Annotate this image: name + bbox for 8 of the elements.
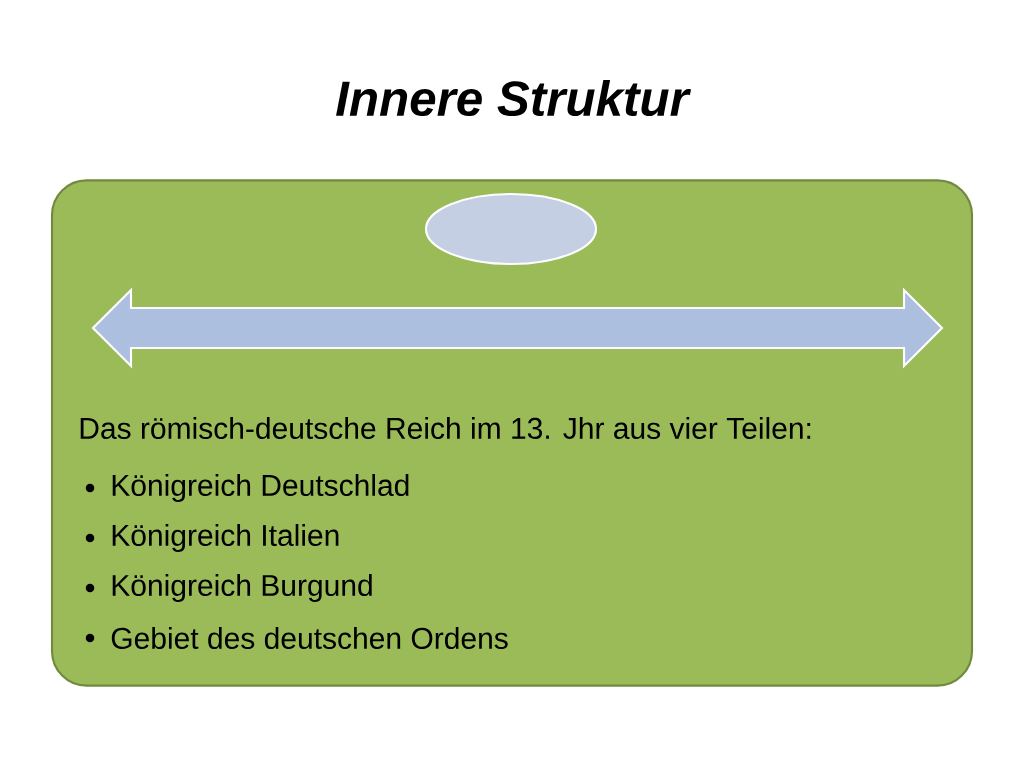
slide-title: Innere Struktur	[336, 79, 691, 117]
list-item: Königreich Italien	[112, 524, 339, 552]
list-item: Königreich Burgund	[112, 574, 372, 602]
list-item: Gebiet des deutschen Ordens	[111, 627, 508, 649]
ellipse	[424, 192, 598, 266]
list-item: Königreich Deutschlad	[112, 474, 409, 502]
heading-text: Das römisch-deutsche Reich im 13. Jhr aus vier Teilen:	[80, 417, 811, 439]
double-arrow	[91, 287, 944, 369]
